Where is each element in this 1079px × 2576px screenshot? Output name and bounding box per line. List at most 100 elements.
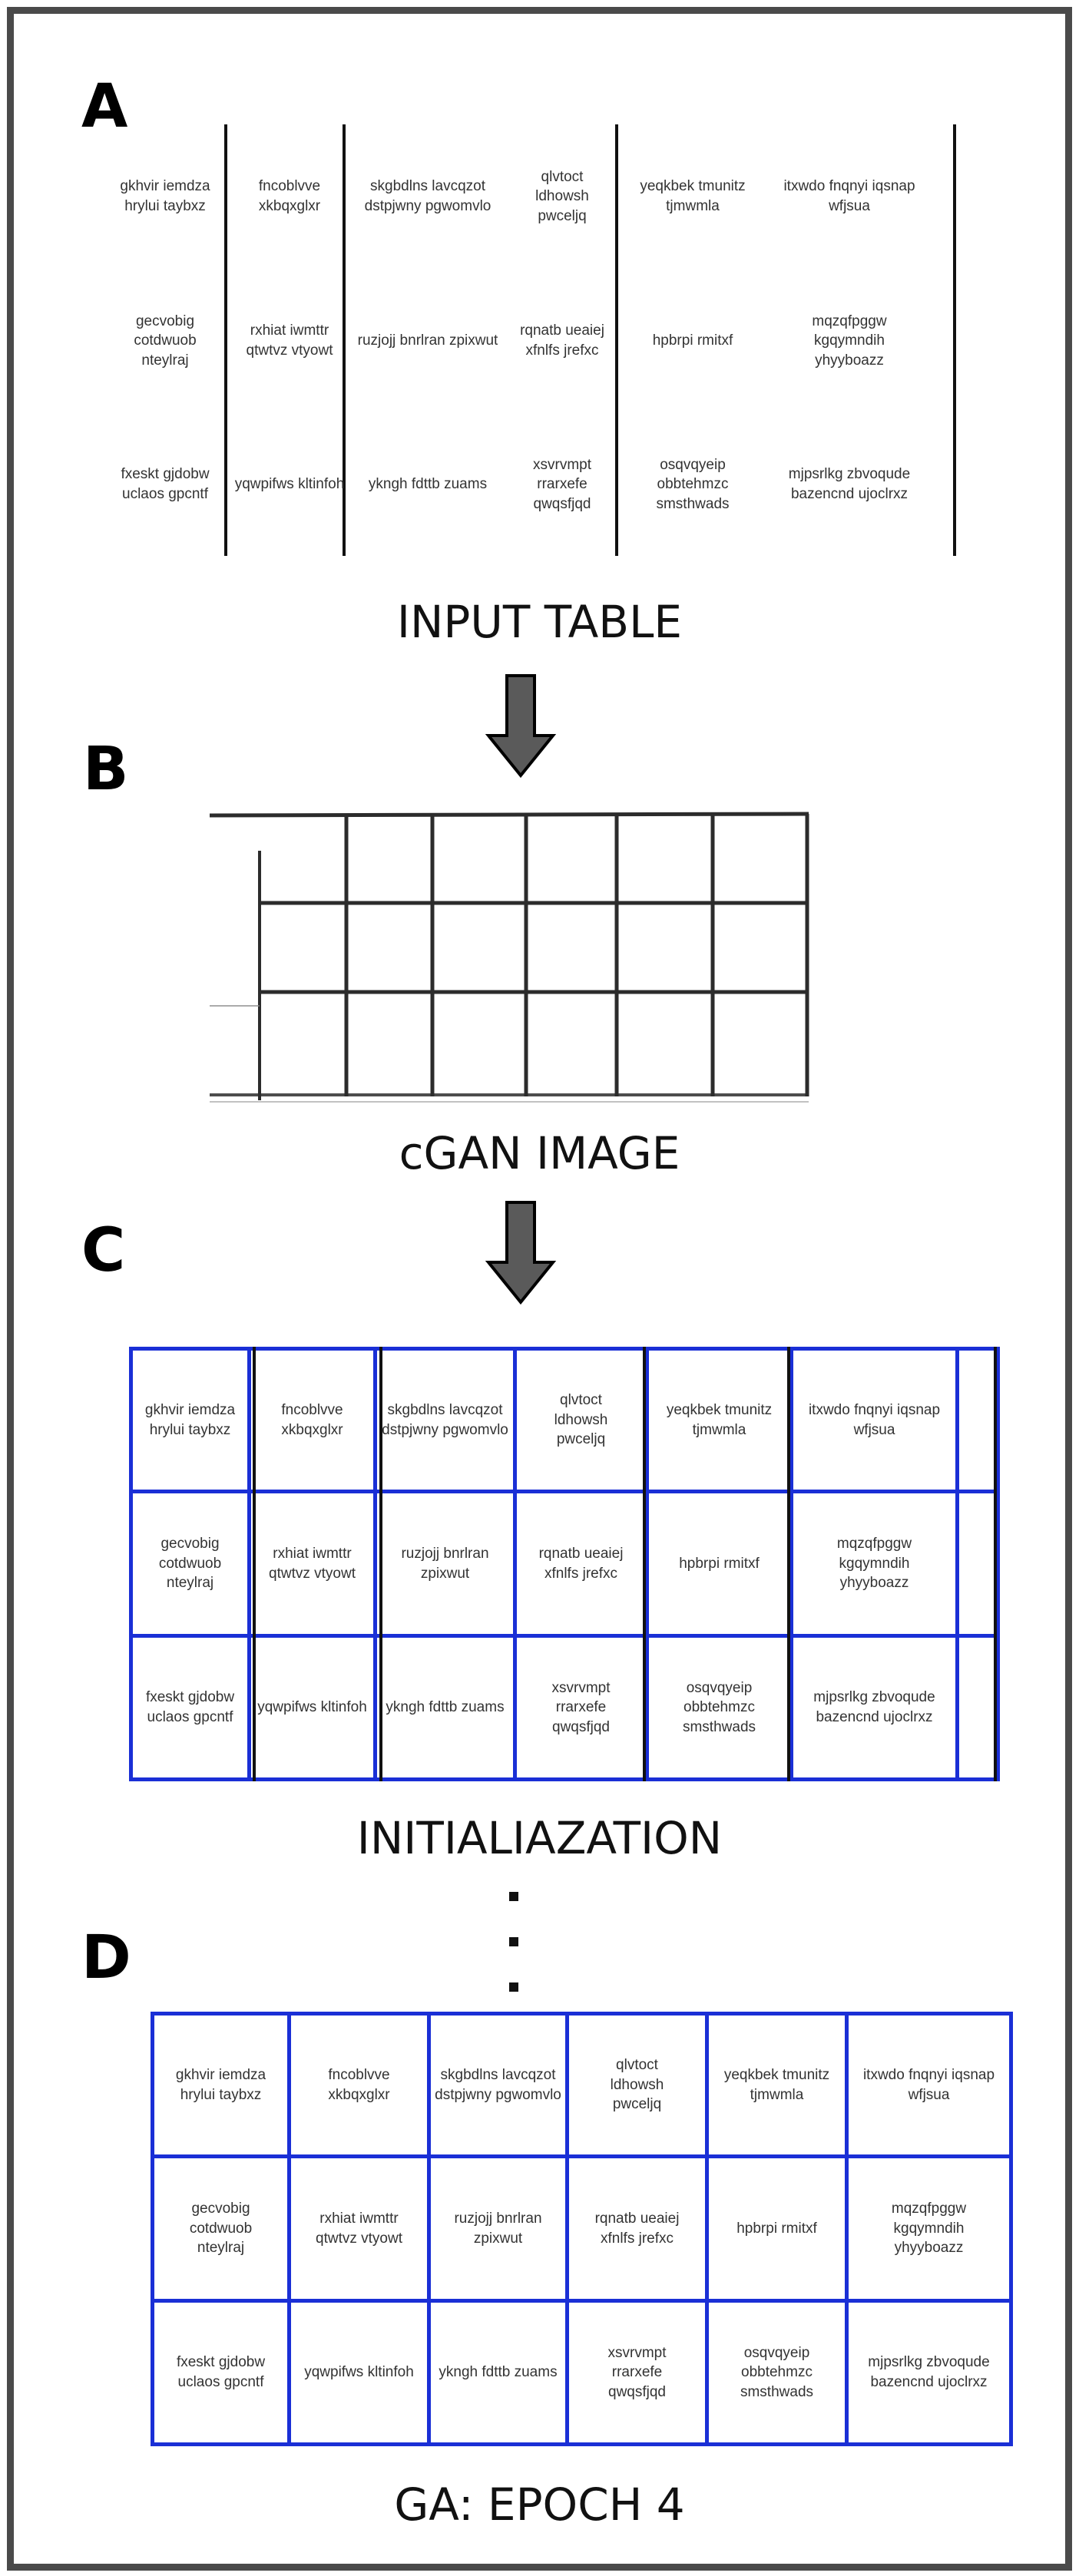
grid-line bbox=[955, 1347, 959, 1781]
table-cell: rxhiat iwmttr qtwtvz vtyowt bbox=[269, 1545, 356, 1582]
table-cell: itxwdo fnqnyi iqsnap wfjsua bbox=[862, 2066, 995, 2103]
table-cell: gecvobig cotdwuob nteylraj bbox=[134, 312, 197, 369]
grid-line bbox=[129, 1347, 1000, 1351]
table-cell: qlvtoct ldhowsh pwceljq bbox=[610, 2057, 664, 2113]
panel-letter-a: A bbox=[81, 72, 128, 141]
column-rule bbox=[643, 1347, 646, 1781]
grid-line bbox=[151, 2012, 1013, 2015]
vertical-ellipsis-icon bbox=[509, 1982, 518, 1992]
caption-initialization: INITIALIAZATION bbox=[356, 1812, 723, 1864]
table-cell: yeqkbek tmunitz tjmwmla bbox=[723, 2066, 830, 2103]
figure-frame: A gkhvir iemdza hrylui taybxz fncoblvve x… bbox=[7, 7, 1072, 2571]
ga-epoch-table: gkhvir iemdza hrylui taybxz fncoblvve xkb… bbox=[151, 2012, 1013, 2446]
table-cell: gecvobig cotdwuob nteylraj bbox=[158, 1536, 222, 1592]
table-cell: itxwdo fnqnyi iqsnap wfjsua bbox=[783, 178, 915, 214]
table-cell: mjpsrlkg zbvoqude bazencnd ujoclrxz bbox=[788, 466, 911, 502]
table-cell: ruzjojj bnrlran zpixwut bbox=[357, 332, 498, 349]
grid-line bbox=[129, 1634, 1000, 1638]
table-cell: qlvtoct ldhowsh pwceljq bbox=[535, 168, 589, 224]
caption-input-table: INPUT TABLE bbox=[396, 596, 683, 648]
grid-line bbox=[151, 2442, 1013, 2446]
table-cell: fncoblvve xkbqxglxr bbox=[258, 178, 321, 214]
grid-line bbox=[1009, 2012, 1013, 2446]
grid-line bbox=[513, 1347, 517, 1781]
table-cell: fncoblvve xkbqxglxr bbox=[328, 2066, 390, 2103]
table-cell: yqwpifws kltinfoh bbox=[257, 1699, 367, 1716]
grid-line bbox=[845, 2012, 849, 2446]
grid-line bbox=[151, 2299, 1013, 2303]
table-cell: rxhiat iwmttr qtwtvz vtyowt bbox=[246, 322, 333, 359]
table-cell: mjpsrlkg zbvoqude bazencnd ujoclrxz bbox=[813, 1689, 935, 1725]
column-rule bbox=[224, 124, 227, 556]
grid-line bbox=[373, 1347, 377, 1781]
table-cell: osqvqyeip obbtehmzc smsthwads bbox=[682, 1679, 756, 1735]
column-rule bbox=[343, 124, 346, 556]
table-cell: rqnatb ueaiej xfnlfs jrefxc bbox=[594, 2210, 680, 2247]
table-cell: itxwdo fnqnyi iqsnap wfjsua bbox=[808, 1401, 941, 1438]
panel-letter-b: B bbox=[83, 735, 129, 804]
table-cell: ykngh fdttb zuams bbox=[368, 476, 488, 493]
table-cell: gkhvir iemdza hrylui taybxz bbox=[175, 2066, 266, 2103]
grid-line bbox=[996, 1347, 1000, 1781]
down-arrow-icon bbox=[485, 674, 557, 779]
table-cell: fncoblvve xkbqxglxr bbox=[281, 1401, 343, 1438]
table-cell: gkhvir iemdza hrylui taybxz bbox=[144, 1401, 236, 1438]
table-cell: ykngh fdttb zuams bbox=[386, 1699, 505, 1716]
down-arrow-icon bbox=[485, 1201, 557, 1305]
grid-line bbox=[645, 1347, 649, 1781]
table-cell: gecvobig cotdwuob nteylraj bbox=[189, 2201, 253, 2257]
vertical-ellipsis-icon bbox=[509, 1937, 518, 1946]
table-cell: yeqkbek tmunitz tjmwmla bbox=[666, 1401, 773, 1438]
table-cell: rxhiat iwmttr qtwtvz vtyowt bbox=[316, 2210, 402, 2247]
initialization-table: gkhvir iemdza hrylui taybxz fncoblvve xkb… bbox=[129, 1347, 1000, 1781]
table-cell: mjpsrlkg zbvoqude bazencnd ujoclrxz bbox=[868, 2354, 990, 2390]
table-cell: mqzqfpggw kgqymndih yhyyboazz bbox=[812, 312, 887, 369]
column-rule bbox=[379, 1347, 382, 1781]
table-cell: xsvrvmpt rrarxefe qwqsfjqd bbox=[551, 1679, 611, 1735]
table-cell: yqwpifws kltinfoh bbox=[304, 2364, 414, 2381]
grid-line bbox=[287, 2012, 291, 2446]
grid-line bbox=[129, 1490, 1000, 1493]
grid-line bbox=[129, 1777, 1000, 1781]
table-cell: hpbrpi rmitxf bbox=[679, 1555, 760, 1572]
table-cell: fxeskt gjdobw uclaos gpcntf bbox=[145, 1689, 235, 1725]
grid-line bbox=[705, 2012, 709, 2446]
table-cell: mqzqfpggw kgqymndih yhyyboazz bbox=[891, 2201, 967, 2257]
table-cell: ruzjojj bnrlran zpixwut bbox=[401, 1545, 489, 1582]
column-rule bbox=[994, 1347, 997, 1781]
panel-letter-c: C bbox=[81, 1216, 126, 1285]
column-rule bbox=[253, 1347, 256, 1781]
caption-cgan-image: cGAN IMAGE bbox=[399, 1127, 680, 1179]
table-cell: osqvqyeip obbtehmzc smsthwads bbox=[740, 2344, 814, 2400]
column-rule bbox=[787, 1347, 790, 1781]
table-cell: osqvqyeip obbtehmzc smsthwads bbox=[656, 456, 730, 512]
table-cell: fxeskt gjdobw uclaos gpcntf bbox=[176, 2354, 266, 2390]
grid-line bbox=[247, 1347, 251, 1781]
table-cell: skgbdlns lavcqzot dstpjwny pgwomvlo bbox=[382, 1401, 508, 1438]
panel-letter-d: D bbox=[81, 1923, 131, 1992]
table-cell: rqnatb ueaiej xfnlfs jrefxc bbox=[538, 1545, 624, 1582]
table-cell: rqnatb ueaiej xfnlfs jrefxc bbox=[520, 322, 604, 359]
table-cell: qlvtoct ldhowsh pwceljq bbox=[554, 1392, 608, 1448]
table-cell: hpbrpi rmitxf bbox=[652, 332, 733, 349]
cgan-grid-image bbox=[210, 812, 809, 1103]
table-cell: skgbdlns lavcqzot dstpjwny pgwomvlo bbox=[435, 2066, 561, 2103]
table-cell: ruzjojj bnrlran zpixwut bbox=[454, 2210, 542, 2247]
table-cell: ykngh fdttb zuams bbox=[439, 2364, 558, 2381]
table-cell: mqzqfpggw kgqymndih yhyyboazz bbox=[836, 1536, 912, 1592]
column-rule bbox=[953, 124, 956, 556]
vertical-ellipsis-icon bbox=[509, 1892, 518, 1901]
table-cell: skgbdlns lavcqzot dstpjwny pgwomvlo bbox=[364, 178, 492, 214]
grid-line bbox=[565, 2012, 569, 2446]
table-cell: yqwpifws kltinfoh bbox=[234, 476, 345, 493]
table-cell: hpbrpi rmitxf bbox=[736, 2220, 817, 2237]
table-cell: fxeskt gjdobw uclaos gpcntf bbox=[121, 466, 210, 502]
grid-line bbox=[151, 2012, 154, 2446]
table-cell: xsvrvmpt rrarxefe qwqsfjqd bbox=[607, 2344, 667, 2400]
grid-line bbox=[151, 2154, 1013, 2158]
table-cell: xsvrvmpt rrarxefe qwqsfjqd bbox=[533, 456, 591, 512]
column-rule bbox=[615, 124, 618, 556]
caption-ga-epoch: GA: EPOCH 4 bbox=[394, 2478, 685, 2531]
grid-line bbox=[129, 1347, 133, 1781]
